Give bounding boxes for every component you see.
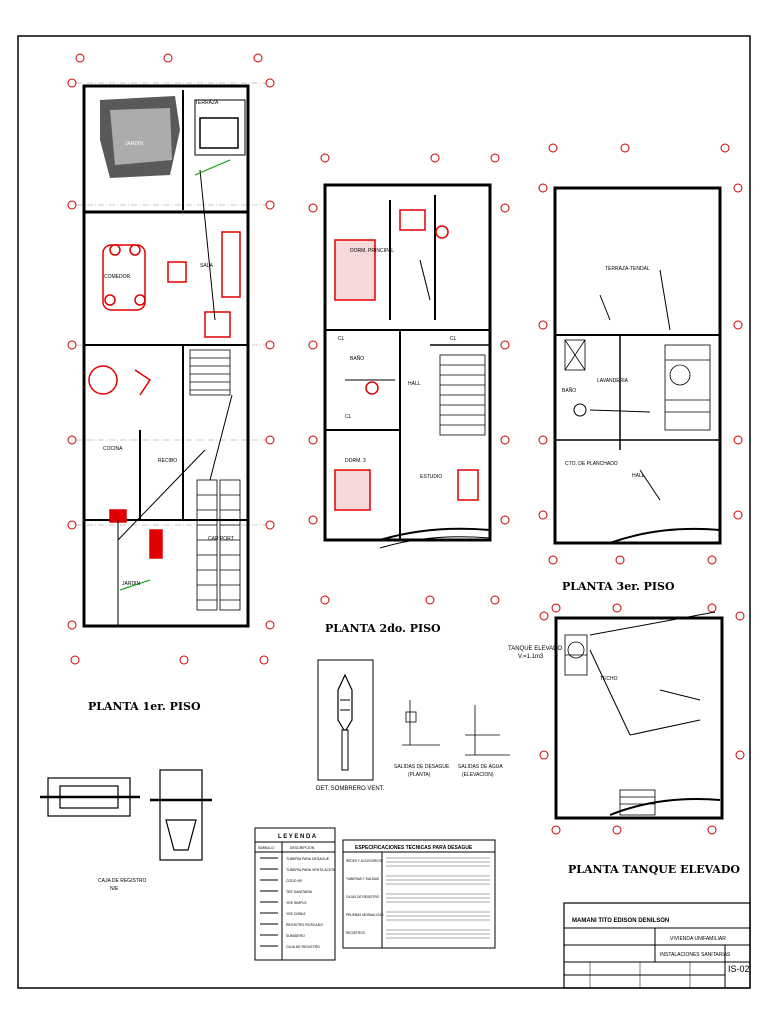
detail-register-box bbox=[40, 769, 212, 861]
legend-item: CAJA DE REGISTRO bbox=[286, 945, 320, 949]
detail-drain-sub: (PLANTA) bbox=[408, 772, 431, 778]
detail-vent-cap bbox=[317, 659, 374, 781]
detail-vent-title: DET. SOMBRERO VENT. bbox=[316, 786, 385, 792]
title-block: MAMANI TITO EDISON DENILSON VIVIENDA UNI… bbox=[563, 902, 751, 989]
legend-item: TUBERIA PARA DESAGUE bbox=[286, 857, 330, 861]
specs-table: ESPECIFICACIONES TECNICAS PARA DESAGUE R… bbox=[342, 839, 496, 949]
label-comedor: COMEDOR bbox=[104, 274, 131, 280]
specs-title: ESPECIFICACIONES TECNICAS PARA DESAGUE bbox=[355, 845, 473, 851]
detail-drain-outlets bbox=[402, 700, 440, 746]
legend-title: L E Y E N D A bbox=[278, 834, 317, 840]
label-car-port: CAR PORT bbox=[208, 536, 234, 542]
label-lavanderia: LAVANDERIA bbox=[597, 378, 629, 384]
tank-volume: V.=1.1m3 bbox=[518, 654, 544, 660]
label-terraza-tendal: TERRAZA-TENDAL bbox=[605, 266, 650, 272]
label-cl-3: CL bbox=[345, 414, 352, 420]
label-estudio: ESTUDIO bbox=[420, 474, 442, 480]
legend-item: YEE SIMPLE bbox=[286, 901, 307, 905]
plan-title-4: PLANTA TANQUE ELEVADO bbox=[568, 863, 740, 876]
label-terraza: TERRAZA bbox=[195, 100, 219, 106]
plan-first-floor: TERRAZA JARDIN SALA COMEDOR COCINA RECIB… bbox=[67, 53, 275, 713]
legend-item: SUMIDERO bbox=[286, 934, 305, 938]
label-hall-2: HALL bbox=[408, 381, 421, 387]
sheet-number: IS-02 bbox=[728, 964, 750, 974]
label-cto-planchado: CTO. DE PLANCHADO bbox=[565, 461, 618, 467]
detail-drain-title: SALIDAS DE DESAGUE bbox=[394, 764, 450, 770]
spec-row-label: REDES Y ACCESORIOS bbox=[346, 859, 382, 863]
legend-col-symbol: SIMBOLO bbox=[258, 846, 274, 850]
author-name: MAMANI TITO EDISON DENILSON bbox=[572, 918, 669, 924]
label-bano-2: BAÑO bbox=[350, 355, 364, 362]
label-hall-3: HALL bbox=[632, 473, 645, 479]
sheet-border bbox=[17, 35, 751, 989]
spec-row-label: CAJAS DE REGISTRO bbox=[346, 895, 380, 899]
plan-third-floor: TERRAZA-TENDAL BAÑO LAVANDERIA CTO. DE P… bbox=[538, 143, 743, 593]
legend-col-desc: DESCRIPCION bbox=[290, 846, 315, 850]
spec-row-label: PRUEBAS HIDRAULICAS bbox=[346, 913, 384, 917]
plan-second-floor: DORM. PRINCIPAL CL CL BAÑO HALL CL DORM.… bbox=[308, 153, 510, 635]
legend-item: YEE DOBLE bbox=[286, 912, 307, 916]
spec-row-label: TUBERIAS Y SALIDAS bbox=[346, 877, 379, 881]
label-cl-1: CL bbox=[338, 336, 345, 342]
label-cocina: COCINA bbox=[103, 446, 123, 452]
label-jardin: JARDIN bbox=[125, 141, 143, 147]
plan-title-1: PLANTA 1er. PISO bbox=[88, 700, 201, 713]
label-bano-3: BAÑO bbox=[562, 387, 576, 394]
label-recibo: RECIBO bbox=[158, 458, 177, 464]
plan-title-2: PLANTA 2do. PISO bbox=[325, 622, 441, 635]
label-cl-2: CL bbox=[450, 336, 457, 342]
detail-register-title: CAJA DE REGISTRO bbox=[98, 878, 146, 884]
detail-water-sub: (ELEVACION) bbox=[462, 772, 494, 778]
detail-register-sub: N/E bbox=[110, 886, 119, 892]
tank-label: TANQUE ELEVADO bbox=[508, 646, 562, 652]
spec-row-label: REGISTROS bbox=[346, 931, 365, 935]
label-dorm3: DORM. 3 bbox=[345, 458, 366, 464]
label-sala: SALA bbox=[200, 263, 213, 269]
label-techo: TECHO bbox=[600, 676, 618, 682]
project-name: VIVIENDA UNIFAMILIAR bbox=[670, 936, 726, 942]
legend-item: TEE SANITARIA bbox=[286, 890, 313, 894]
detail-water-outlets bbox=[465, 705, 510, 756]
legend-table: L E Y E N D A SIMBOLO DESCRIPCION TUBERI… bbox=[254, 827, 336, 961]
plan-water-tank: TECHO TANQUE ELEVADO V.=1.1m3 PLANTA TAN… bbox=[508, 603, 745, 876]
legend-item: REGISTRO ROSCADO bbox=[286, 923, 323, 927]
label-jardin-2: JARDIN bbox=[122, 581, 140, 587]
detail-water-title: SALIDAS DE AGUA bbox=[458, 764, 503, 770]
plan-title-3: PLANTA 3er. PISO bbox=[562, 580, 675, 593]
sheet-subject: INSTALACIONES SANITARIAS bbox=[660, 952, 731, 958]
label-dorm-principal: DORM. PRINCIPAL bbox=[350, 248, 394, 254]
legend-item: CODO 90º bbox=[286, 879, 303, 883]
legend-item: TUBERIA PARA VENTILACION bbox=[286, 868, 336, 872]
